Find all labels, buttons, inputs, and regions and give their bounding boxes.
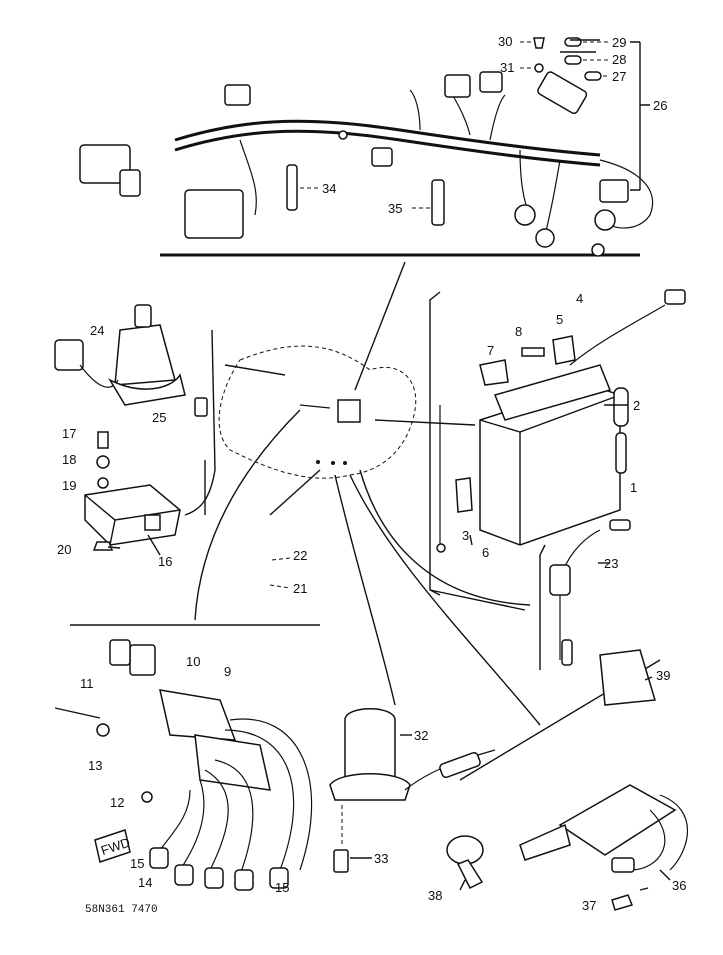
part-label-2: 2 [633,398,640,413]
part-label-17: 17 [62,426,76,441]
part-label-1: 1 [630,480,637,495]
part-label-11: 11 [80,676,94,691]
part-label-20: 20 [57,542,71,557]
ignition-coil-group [54,624,320,891]
part-label-34: 34 [322,181,336,196]
part-label-19: 19 [62,478,76,493]
part-label-13: 13 [88,758,102,773]
part-label-21: 21 [293,581,307,596]
starter-switch-group [446,649,688,911]
part-label-38: 38 [428,888,442,903]
label-leaders [107,39,671,891]
frame-outline [218,345,417,479]
part-label-27: 27 [612,69,626,84]
left-middle-group [54,304,216,551]
part-label-15b: 15 [275,880,289,895]
part-label-6: 6 [482,545,489,560]
part-label-4: 4 [576,291,583,306]
part-label-5: 5 [556,312,563,327]
part-label-12: 12 [110,795,124,810]
part-label-25: 25 [152,410,166,425]
part-label-32: 32 [414,728,428,743]
part-label-8: 8 [515,324,522,339]
part-label-39: 39 [656,668,670,683]
part-label-9: 9 [224,664,231,679]
part-label-36: 36 [672,878,686,893]
drawing-code: 58N361 7470 [85,904,158,916]
part-label-23: 23 [604,556,618,571]
part-label-26: 26 [653,98,667,113]
wire-harness-group [79,37,654,257]
part-label-28: 28 [612,52,626,67]
part-label-31: 31 [500,60,514,75]
battery-group [429,289,686,670]
part-label-10: 10 [186,654,200,669]
sensor-group [329,708,496,873]
part-number-labels: 30 29 28 31 27 26 34 35 4 5 8 7 2 1 3 6 … [57,34,686,916]
part-label-3: 3 [462,528,469,543]
part-label-14: 14 [138,875,152,890]
part-label-24: 24 [90,323,104,338]
part-label-35: 35 [388,201,402,216]
part-label-18: 18 [62,452,76,467]
part-label-33: 33 [374,851,388,866]
part-label-29: 29 [612,35,626,50]
part-label-37: 37 [582,898,596,913]
part-label-30: 30 [498,34,512,49]
part-label-16: 16 [158,554,172,569]
part-label-15a: 15 [130,856,144,871]
part-label-22: 22 [293,548,307,563]
assembly-leader-lines [194,261,541,726]
part-label-7: 7 [487,343,494,358]
